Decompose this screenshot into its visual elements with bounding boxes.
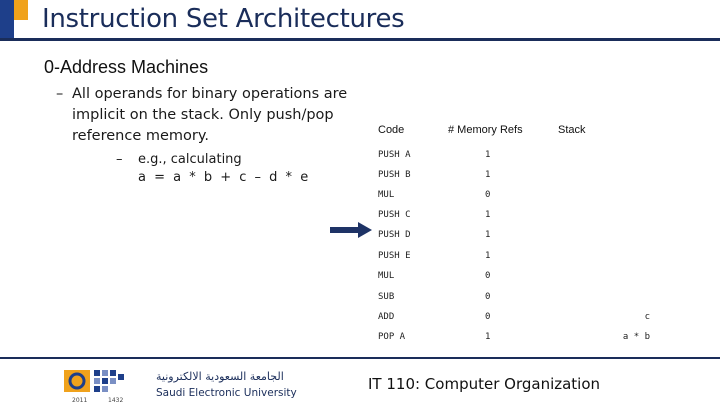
header-memory-refs: # Memory Refs (448, 124, 523, 136)
corner-accent (0, 0, 28, 38)
row-code: SUB (378, 292, 395, 302)
course-label: IT 110: Computer Organization (368, 375, 601, 393)
footer-rule (0, 357, 720, 359)
row-code: PUSH B (378, 170, 411, 180)
row-code: PUSH E (378, 251, 411, 261)
row-memory-refs: 0 (485, 271, 491, 281)
header-code: Code (378, 124, 405, 136)
row-memory-refs: 1 (485, 150, 491, 160)
row-code: PUSH C (378, 210, 411, 220)
bullet-sub-line1: e.g., calculating (138, 152, 242, 167)
row-code: POP A (378, 332, 406, 342)
row-code: PUSH D (378, 230, 411, 240)
bullet-sub: – e.g., calculating a = a * b + c – d * … (116, 151, 358, 187)
svg-text:Saudi Electronic University: Saudi Electronic University (156, 387, 297, 399)
row-memory-refs: 0 (485, 292, 491, 302)
svg-text:1432: 1432 (108, 397, 123, 404)
row-memory-refs: 1 (485, 332, 491, 342)
bullet-main-text: All operands for binary operations are i… (72, 86, 348, 144)
row-memory-refs: 0 (485, 190, 491, 200)
row-memory-refs: 1 (485, 251, 491, 261)
svg-text:الجامعة السعودية الالكترونية: الجامعة السعودية الالكترونية (156, 370, 284, 383)
row-code: PUSH A (378, 150, 411, 160)
bullet-sub-line2: a = a * b + c – d * e (138, 170, 311, 185)
row-memory-refs: 1 (485, 170, 491, 180)
row-memory-refs: 1 (485, 230, 491, 240)
slide-title: Instruction Set Architectures (42, 4, 405, 34)
row-memory-refs: 0 (485, 312, 491, 322)
title-rule (0, 38, 720, 41)
row-memory-refs: 1 (485, 210, 491, 220)
seu-logo-icon: 2011 1432 الجامعة السعودية الالكترونية S… (64, 370, 297, 404)
right-arrow-icon (330, 222, 372, 238)
bullet-main: – All operands for binary operations are… (56, 86, 348, 144)
header-stack: Stack (558, 124, 586, 136)
row-code: ADD (378, 312, 395, 322)
row-code: MUL (378, 190, 395, 200)
row-code: MUL (378, 271, 395, 281)
row-stack: c (644, 312, 650, 322)
row-stack: a * b (622, 332, 650, 342)
svg-text:2011: 2011 (72, 397, 87, 404)
slide-subtitle: 0-Address Machines (44, 57, 209, 77)
